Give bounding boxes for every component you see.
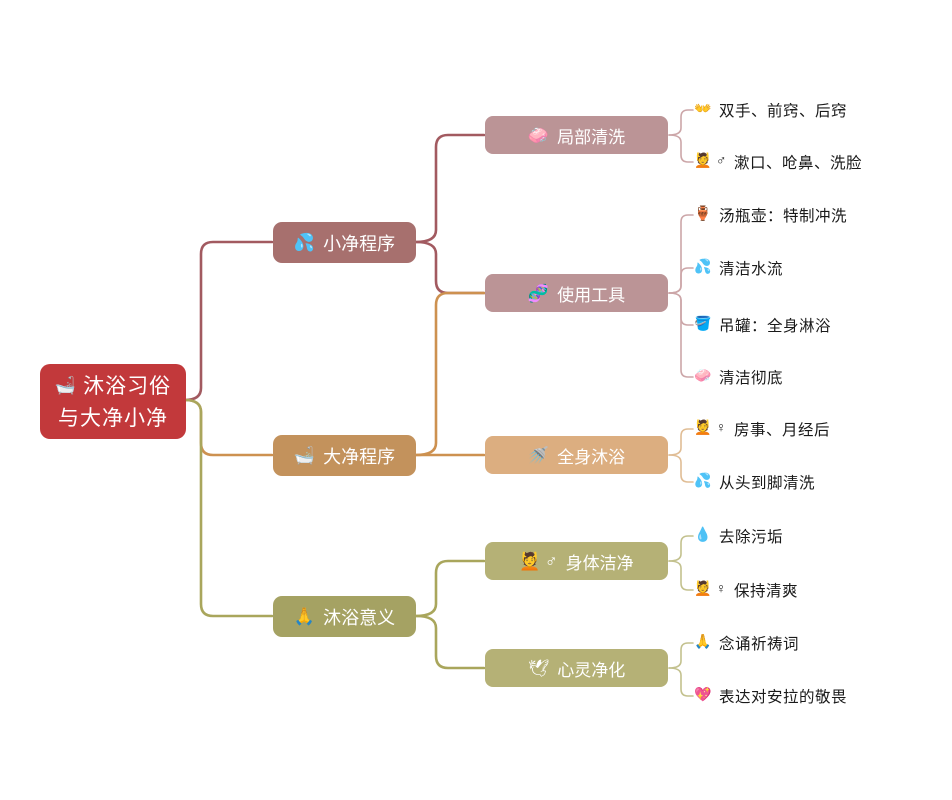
leaf-text: 房事、月经后 (733, 422, 830, 439)
leaf-item[interactable]: 💧 去除污垢 (694, 525, 783, 547)
connector-gongju-leaf1 (668, 214, 694, 294)
leaf-item[interactable]: 💦 清洁水流 (694, 257, 783, 279)
soap-icon: 🧼 (694, 369, 712, 384)
connector-jubu-leaf1 (668, 109, 694, 136)
connector-gongju-leaf4 (668, 292, 694, 378)
leaf-item[interactable]: 💆 ♀ 房事、月经后 (694, 418, 830, 440)
dove-icon: 🕊 (527, 658, 550, 678)
child-node-quanshen-muyu[interactable]: 🚿 全身沐浴 (485, 436, 668, 474)
branch-node-yiyi[interactable]: 🙏 沐浴意义 (273, 596, 416, 637)
leaf-text: 去除污垢 (718, 529, 783, 546)
leaf-text: 双手、前窍、后窍 (718, 103, 847, 120)
connector-gongju-leaf2 (668, 267, 694, 294)
person-male-icon: 💆 ♂ (694, 154, 727, 169)
leaf-text: 漱口、呛鼻、洗脸 (733, 155, 862, 172)
leaf-text: 从头到脚清洗 (718, 475, 815, 492)
leaf-item[interactable]: 🏺 汤瓶壶：特制冲洗 (694, 204, 847, 226)
leaf-item[interactable]: 🪣 吊罐：全身淋浴 (694, 314, 831, 336)
root-node[interactable]: 🛁 沐浴习俗 与大净小净 (40, 364, 186, 439)
connector-root-to-dajing (183, 398, 274, 457)
leaf-text: 表达对安拉的敬畏 (718, 689, 847, 706)
connector-root-to-yiyi (183, 398, 274, 618)
leaf-text: 清洁水流 (718, 261, 783, 278)
soap-icon: 🧼 (527, 125, 550, 145)
sweat-droplets-icon: 💦 (694, 260, 712, 275)
branch-label: 沐浴意义 (323, 607, 396, 628)
connector-jubu-leaf2 (668, 134, 694, 163)
connector-xinling-leaf1 (668, 642, 694, 669)
connector-xiaojing-to-gongju (414, 240, 486, 295)
branch-node-dajing[interactable]: 🛁 大净程序 (273, 435, 416, 476)
connector-quanshen-leaf1 (668, 428, 694, 456)
child-label: 全身沐浴 (557, 447, 626, 467)
droplet-icon: 💧 (694, 528, 712, 543)
shower-icon: 🚿 (527, 445, 550, 465)
open-hands-icon: 👐 (694, 102, 712, 117)
sweat-droplets-icon: 💦 (694, 474, 712, 489)
leaf-item[interactable]: 🧼 清洁彻底 (694, 366, 783, 388)
folded-hands-icon: 🙏 (293, 607, 316, 626)
person-male-icon: 💆 ♂ (519, 551, 558, 571)
child-label: 局部清洗 (557, 127, 626, 147)
connector-shenti-leaf1 (668, 535, 694, 562)
child-node-shiyong-gongju[interactable]: 🧬 使用工具 (485, 274, 668, 312)
person-female-icon: 💆 ♀ (694, 421, 727, 436)
dna-icon: 🧬 (527, 283, 550, 303)
connector-xinling-leaf2 (668, 667, 694, 697)
root-title-line1: 沐浴习俗 (83, 373, 172, 398)
child-node-xinling-jinghua[interactable]: 🕊 心灵净化 (485, 649, 668, 687)
branch-node-xiaojing[interactable]: 💦 小净程序 (273, 222, 416, 263)
child-node-jubu-qingxi[interactable]: 🧼 局部清洗 (485, 116, 668, 154)
leaf-text: 保持清爽 (733, 583, 798, 600)
connector-yiyi-to-shenti (414, 559, 486, 618)
connector-xiaojing-to-jubu (414, 133, 486, 244)
leaf-item[interactable]: 💦 从头到脚清洗 (694, 471, 815, 493)
branch-label: 小净程序 (323, 233, 396, 254)
child-label: 使用工具 (557, 285, 626, 305)
connector-shenti-leaf2 (668, 560, 694, 591)
connector-gongju-leaf3 (668, 292, 694, 326)
amphora-icon: 🏺 (694, 207, 712, 222)
sparkling-heart-icon: 💖 (694, 688, 712, 703)
leaf-item[interactable]: 💆 ♂ 漱口、呛鼻、洗脸 (694, 151, 862, 173)
leaf-text: 汤瓶壶：特制冲洗 (718, 208, 847, 225)
child-node-shenti-jiejing[interactable]: 💆 ♂ 身体洁净 (485, 542, 668, 580)
leaf-text: 吊罐：全身淋浴 (718, 318, 831, 335)
leaf-item[interactable]: 💆 ♀ 保持清爽 (694, 579, 798, 601)
root-title-line2: 与大净小净 (58, 405, 168, 430)
child-label: 心灵净化 (557, 660, 626, 680)
person-female-icon: 💆 ♀ (694, 582, 727, 597)
branch-label: 大净程序 (323, 446, 396, 467)
leaf-item[interactable]: 👐 双手、前窍、后窍 (694, 99, 847, 121)
connector-dajing-to-gongju-junction (414, 291, 486, 457)
folded-hands-icon: 🙏 (694, 635, 712, 650)
bathtub-icon: 🛁 (54, 376, 78, 395)
connector-root-to-xiaojing (183, 240, 274, 402)
child-label: 身体洁净 (565, 553, 634, 573)
leaf-text: 念诵祈祷词 (718, 636, 799, 653)
leaf-text: 清洁彻底 (718, 370, 783, 387)
leaf-item[interactable]: 🙏 念诵祈祷词 (694, 632, 799, 654)
leaf-item[interactable]: 💖 表达对安拉的敬畏 (694, 685, 847, 707)
bathtub-icon: 🛁 (293, 446, 316, 465)
bucket-icon: 🪣 (694, 317, 712, 332)
connector-quanshen-leaf2 (668, 454, 694, 483)
sweat-droplets-icon: 💦 (293, 233, 316, 252)
connector-yiyi-to-xinling (414, 614, 486, 670)
